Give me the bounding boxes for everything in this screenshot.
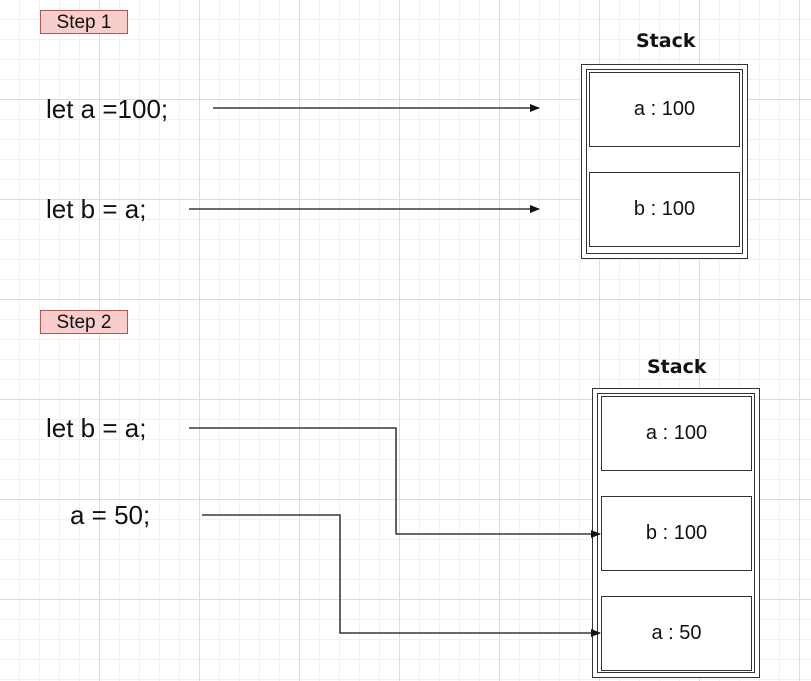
step-2-stack-cell-b: b : 100 bbox=[601, 496, 752, 571]
step-1-stack-cell-b: b : 100 bbox=[589, 172, 740, 247]
step-2-label: Step 2 bbox=[40, 310, 128, 334]
step-2-stack-title: Stack bbox=[647, 356, 707, 378]
step-2-arrow-b bbox=[189, 427, 601, 538]
step-2-arrow-a bbox=[202, 514, 601, 637]
step-2-stack-cell-a-new: a : 50 bbox=[601, 596, 752, 671]
step-1-stack-cell-a: a : 100 bbox=[589, 72, 740, 147]
step-1-code-line-1: let a =100; bbox=[46, 94, 169, 124]
step-1-label: Step 1 bbox=[40, 10, 128, 34]
step-2-code-line-2: a = 50; bbox=[70, 500, 151, 530]
step-2-stack-cell-a: a : 100 bbox=[601, 396, 752, 471]
step-1-stack-title: Stack bbox=[636, 30, 696, 52]
step-1-stack-inner-border bbox=[586, 69, 743, 254]
step-1-code-line-2: let b = a; bbox=[46, 194, 147, 224]
step-2-code-line-1: let b = a; bbox=[46, 413, 147, 443]
